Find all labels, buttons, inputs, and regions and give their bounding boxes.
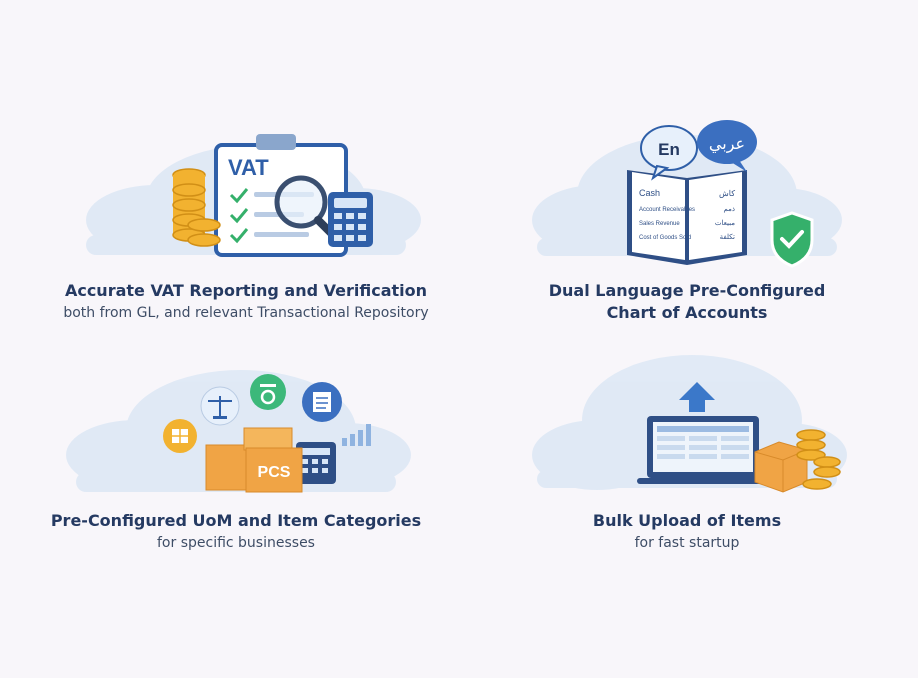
speech-bubble-icon: En	[640, 125, 698, 181]
bulk-upload-illustration	[532, 355, 847, 493]
uom-illustration: PCS	[66, 370, 411, 493]
feature-title: Bulk Upload of Items	[592, 511, 782, 530]
svg-text:VAT: VAT	[228, 155, 269, 180]
svg-text:تكلفة: تكلفة	[720, 233, 735, 241]
feature-card-bulk-upload: Bulk Upload of Items for fast startup	[477, 350, 897, 590]
weight-icon	[250, 374, 286, 410]
laptop-icon	[637, 416, 769, 484]
grid-icon	[163, 419, 197, 453]
feature-caption: Bulk Upload of Items for fast startup	[477, 510, 897, 554]
box-icon: PCS	[205, 427, 303, 493]
svg-text:Cost of Goods Sold: Cost of Goods Sold	[639, 235, 691, 241]
feature-caption: Dual Language Pre-Configured Chart of Ac…	[477, 280, 897, 324]
feature-card-uom: PCS Pre-Configured UoM and Item Categori…	[26, 360, 446, 600]
coin-stack-icon	[172, 168, 221, 247]
bar-chart-icon	[342, 424, 371, 446]
calculator-icon	[296, 442, 336, 484]
feature-caption: Pre-Configured UoM and Item Categories f…	[26, 510, 446, 554]
svg-text:عربي: عربي	[709, 134, 745, 154]
feature-caption: Accurate VAT Reporting and Verification …	[36, 280, 456, 324]
feature-subtitle: both from GL, and relevant Transactional…	[63, 305, 429, 321]
svg-text:Cash: Cash	[639, 188, 660, 198]
coin-stack-icon	[796, 429, 841, 490]
scale-icon	[200, 386, 240, 426]
document-icon	[302, 382, 342, 422]
feature-title: Dual Language Pre-Configured Chart of Ac…	[548, 281, 826, 322]
svg-text:ذمم: ذمم	[723, 206, 735, 213]
svg-text:مبيعات: مبيعات	[715, 219, 735, 227]
feature-card-vat: VAT	[36, 120, 456, 360]
svg-text:PCS: PCS	[258, 464, 291, 481]
svg-text:Sales Revenue: Sales Revenue	[639, 221, 680, 227]
speech-bubble-icon: عربي	[697, 120, 757, 172]
upload-arrow-icon	[679, 382, 715, 412]
feature-title: Accurate VAT Reporting and Verification	[64, 281, 428, 300]
feature-subtitle: for fast startup	[634, 535, 740, 551]
svg-text:كاش: كاش	[719, 189, 735, 198]
vat-illustration: VAT	[86, 134, 421, 257]
feature-card-dual-language: Cash Account Receivables Sales Revenue C…	[477, 100, 897, 340]
box-icon	[754, 441, 808, 493]
svg-text:En: En	[658, 140, 680, 159]
feature-title: Pre-Configured UoM and Item Categories	[50, 511, 422, 530]
feature-subtitle: for specific businesses	[157, 535, 315, 551]
open-book-icon: Cash Account Receivables Sales Revenue C…	[627, 170, 747, 265]
svg-text:Account Receivables: Account Receivables	[639, 207, 695, 213]
calculator-icon	[328, 192, 373, 247]
shield-check-icon	[770, 211, 814, 268]
dual-language-illustration: Cash Account Receivables Sales Revenue C…	[532, 120, 842, 268]
